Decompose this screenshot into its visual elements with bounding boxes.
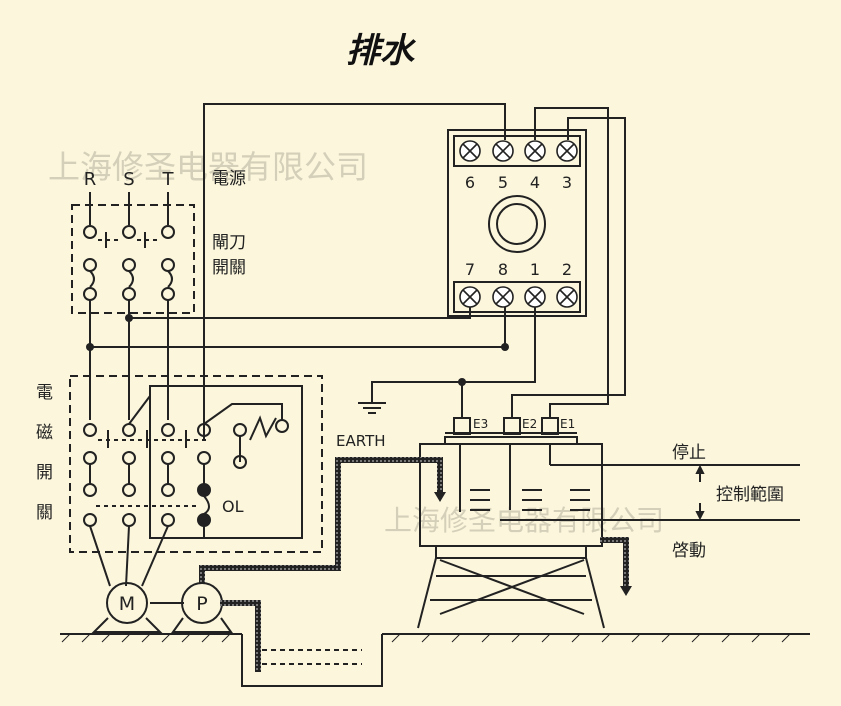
terminal-2-label: 2 — [562, 260, 572, 279]
pipe-pump-inlet — [220, 600, 261, 672]
phase-r-label: R — [84, 169, 97, 190]
motor-symbol — [106, 582, 148, 624]
magnetic-switch-box — [69, 375, 323, 553]
pipe-tank-drain — [600, 537, 629, 586]
overload-box — [149, 385, 303, 539]
wire-to-terminal-8 — [90, 305, 506, 348]
wire-terminal-1-to-e3 — [461, 305, 536, 418]
relay-dial — [488, 195, 546, 253]
earth-wire — [371, 381, 462, 402]
magnetic-switch-char-1: 電 — [36, 383, 53, 403]
overload-label: OL — [222, 497, 244, 516]
terminal-6-label: 6 — [465, 173, 475, 192]
knife-switch-contacts — [83, 225, 175, 301]
power-wire-to-relay — [203, 103, 506, 440]
terminal-1-label: 1 — [530, 260, 540, 279]
phase-s-label: S — [123, 169, 134, 190]
electrode-e2-label: E2 — [522, 417, 537, 431]
wire-to-terminal-7 — [129, 305, 471, 319]
knife-switch-box — [71, 204, 195, 314]
motor-label: M — [119, 593, 135, 615]
pump-label: P — [196, 593, 207, 615]
electrode-e1-label: E1 — [560, 417, 575, 431]
diagram-title: 排水 — [346, 31, 417, 71]
wire-terminal-4-to-e1 — [534, 107, 609, 418]
magnetic-switch-char-2: 磁 — [36, 423, 53, 443]
terminal-8-label: 8 — [498, 260, 508, 279]
power-label: 電源 — [212, 169, 246, 189]
terminal-3-label: 3 — [562, 173, 572, 192]
pipe-pump-to-tank — [199, 457, 443, 583]
electrode-e3-label: E3 — [473, 417, 488, 431]
terminal-4-label: 4 — [530, 173, 540, 192]
sump-pit — [241, 634, 383, 687]
magnetic-switch-char-4: 關 — [36, 503, 53, 523]
knife-switch-label-1: 閘刀 — [212, 233, 246, 253]
control-range-label: 控制範圍 — [716, 485, 784, 505]
contactor-contacts — [83, 395, 211, 527]
wire-terminal-3-to-e2 — [511, 117, 626, 418]
start-label: 啓動 — [672, 541, 706, 561]
stop-label: 停止 — [672, 443, 706, 463]
terminal-7-label: 7 — [465, 260, 475, 279]
earth-label: EARTH — [336, 432, 386, 450]
level-relay — [447, 129, 587, 317]
terminal-5-label: 5 — [498, 173, 508, 192]
knife-switch-label-2: 開關 — [212, 258, 246, 278]
relay-screws — [459, 140, 578, 308]
watermark-top: 上海修圣电器有限公司 — [48, 148, 368, 186]
magnetic-switch-char-3: 開 — [36, 463, 53, 483]
phase-t-label: T — [162, 169, 175, 190]
